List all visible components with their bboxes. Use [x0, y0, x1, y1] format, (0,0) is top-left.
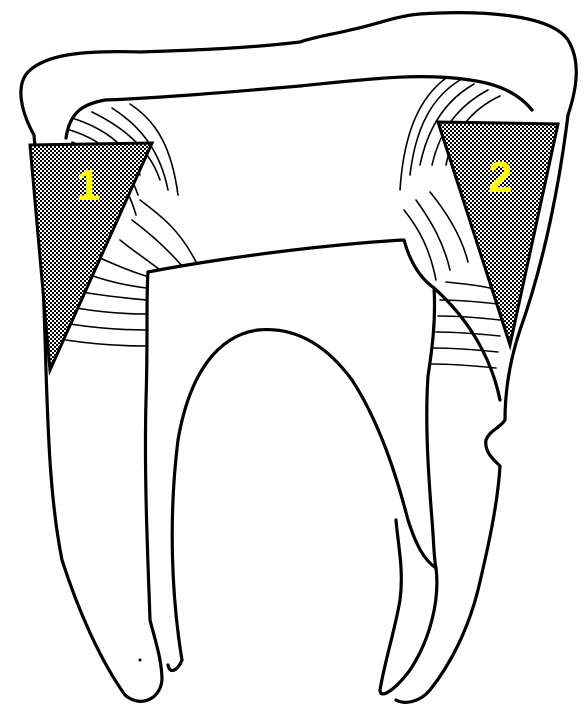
- small-dot: [139, 659, 142, 662]
- pulp-chamber-outline: [148, 240, 436, 568]
- distal-canal-outline: [434, 288, 500, 400]
- distal-root-outline: [380, 520, 437, 694]
- mesial-canal-outline: [168, 660, 182, 670]
- marker-label-2: 2: [488, 153, 512, 202]
- crown-outline: [21, 13, 576, 135]
- marker-label-1: 1: [76, 161, 100, 210]
- mesial-root-inner-outline: [145, 272, 150, 620]
